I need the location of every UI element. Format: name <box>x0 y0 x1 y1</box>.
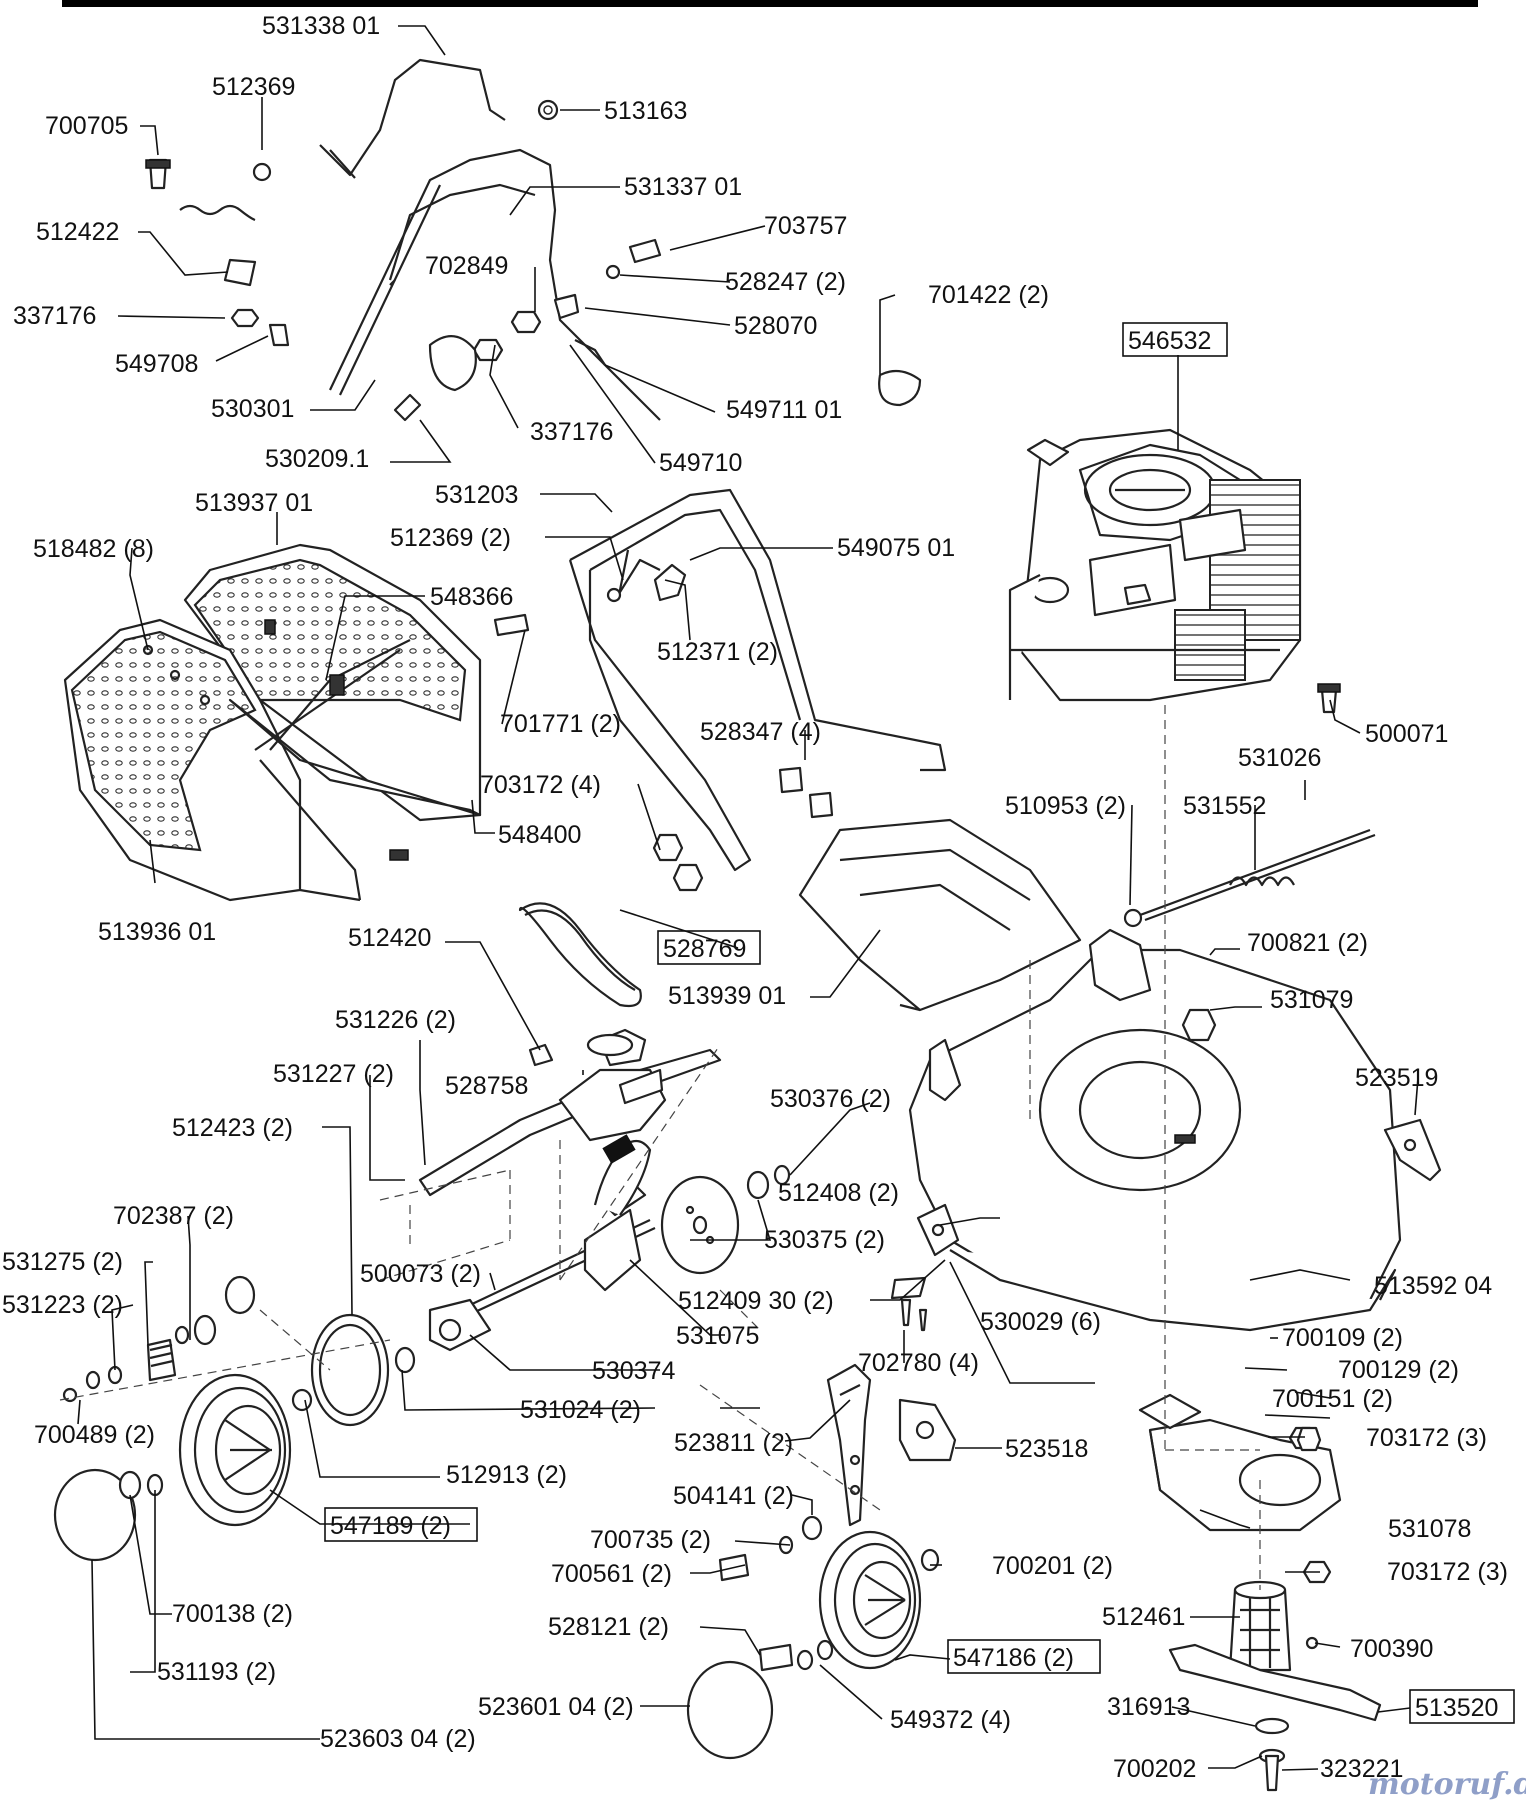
part-label: 523811 (2) <box>674 1429 793 1457</box>
part-label: 549711 01 <box>726 396 842 424</box>
part-label: 512913 (2) <box>446 1461 567 1489</box>
part-label: 700561 (2) <box>551 1560 672 1588</box>
part-label: 531227 (2) <box>273 1060 394 1088</box>
part-label: 523601 04 (2) <box>478 1693 634 1721</box>
part-label: 702780 (4) <box>858 1349 979 1377</box>
part-label: 513592 04 <box>1374 1272 1492 1300</box>
part-label: 337176 <box>530 418 613 446</box>
part-label: 700489 (2) <box>34 1421 155 1449</box>
top-border <box>62 0 1478 7</box>
part-label: 316913 <box>1107 1693 1190 1721</box>
part-label: 500071 <box>1365 720 1448 748</box>
part-label: 512369 (2) <box>390 524 511 552</box>
part-label: 510953 (2) <box>1005 792 1126 820</box>
part-label: 512420 <box>348 924 431 952</box>
part-label: 548366 <box>430 583 513 611</box>
part-label: 513936 01 <box>98 918 216 946</box>
part-label: 700821 (2) <box>1247 929 1368 957</box>
part-label: 703172 (3) <box>1366 1424 1487 1452</box>
part-label: 531337 01 <box>624 173 742 201</box>
part-label: 528769 <box>663 935 746 963</box>
part-box <box>1409 1689 1515 1724</box>
part-label: 546532 <box>1128 327 1211 355</box>
part-label: 549075 01 <box>837 534 955 562</box>
part-label: 531079 <box>1270 986 1353 1014</box>
part-label: 530301 <box>211 395 294 423</box>
part-label: 701422 (2) <box>928 281 1049 309</box>
part-label: 512371 (2) <box>657 638 778 666</box>
part-label: 703172 (4) <box>480 771 601 799</box>
part-label: 512408 (2) <box>778 1179 899 1207</box>
part-label: 703172 (3) <box>1387 1558 1508 1586</box>
part-label: 547186 (2) <box>953 1644 1074 1672</box>
part-label: 528070 <box>734 312 817 340</box>
part-label: 531226 (2) <box>335 1006 456 1034</box>
part-label: 700735 (2) <box>590 1526 711 1554</box>
part-box <box>1122 322 1228 357</box>
part-label: 531203 <box>435 481 518 509</box>
part-label: 512461 <box>1102 1603 1185 1631</box>
part-box <box>947 1639 1101 1674</box>
part-label: 512409 30 (2) <box>678 1287 834 1315</box>
part-label: 530209.1 <box>265 445 369 473</box>
part-label: 531552 <box>1183 792 1266 820</box>
part-label: 549708 <box>115 350 198 378</box>
assembly-lines <box>59 705 1261 1590</box>
watermark: motoruf.de <box>1368 1767 1526 1800</box>
part-label: 702387 (2) <box>113 1202 234 1230</box>
part-label: 523518 <box>1005 1435 1088 1463</box>
part-label: 531078 <box>1388 1515 1471 1543</box>
part-label: 528758 <box>445 1072 528 1100</box>
part-label: 700202 <box>1113 1755 1196 1783</box>
part-label: 549710 <box>659 449 742 477</box>
part-label: 700109 (2) <box>1282 1324 1403 1352</box>
part-label: 531275 (2) <box>2 1248 123 1276</box>
part-label: 531024 (2) <box>520 1396 641 1424</box>
part-label: 512422 <box>36 218 119 246</box>
part-label: 530375 (2) <box>764 1226 885 1254</box>
part-box <box>657 930 761 965</box>
part-label: 513939 01 <box>668 982 786 1010</box>
part-label: 548400 <box>498 821 581 849</box>
part-label: 549372 (4) <box>890 1706 1011 1734</box>
part-label: 504141 (2) <box>673 1482 794 1510</box>
part-label: 531223 (2) <box>2 1291 123 1319</box>
part-label: 701771 (2) <box>500 710 621 738</box>
part-label: 700129 (2) <box>1338 1356 1459 1384</box>
part-label: 512369 <box>212 73 295 101</box>
part-label: 523519 <box>1355 1064 1438 1092</box>
part-label: 528121 (2) <box>548 1613 669 1641</box>
part-label: 700201 (2) <box>992 1552 1113 1580</box>
part-label: 700151 (2) <box>1272 1385 1393 1413</box>
part-label: 513163 <box>604 97 687 125</box>
part-label: 323221 <box>1320 1755 1403 1783</box>
part-label: 531026 <box>1238 744 1321 772</box>
part-label: 547189 (2) <box>330 1512 451 1540</box>
part-label: 531338 01 <box>262 12 380 40</box>
part-label: 700138 (2) <box>172 1600 293 1628</box>
part-label: 700705 <box>45 112 128 140</box>
part-label: 530029 (6) <box>980 1308 1101 1336</box>
part-label: 700390 <box>1350 1635 1433 1663</box>
leader-lines <box>77 25 1419 1771</box>
part-label: 703757 <box>764 212 847 240</box>
part-label: 337176 <box>13 302 96 330</box>
part-label: 513937 01 <box>195 489 313 517</box>
part-label: 531075 <box>676 1322 759 1350</box>
part-label: 500073 (2) <box>360 1260 481 1288</box>
part-label: 513520 <box>1415 1694 1498 1722</box>
part-label: 512423 (2) <box>172 1114 293 1142</box>
part-label: 518482 (8) <box>33 535 154 563</box>
part-labels: 531338 01 512369 700705 513163 531337 01… <box>2 12 1515 1783</box>
part-box <box>324 1507 478 1542</box>
part-label: 523603 04 (2) <box>320 1725 476 1753</box>
part-label: 702849 <box>425 252 508 280</box>
part-label: 530376 (2) <box>770 1085 891 1113</box>
parts-drawings <box>53 58 1442 1792</box>
part-label: 531193 (2) <box>157 1658 276 1686</box>
part-label: 528247 (2) <box>725 268 846 296</box>
part-label: 528347 (4) <box>700 718 821 746</box>
part-label: 530374 <box>592 1357 676 1385</box>
